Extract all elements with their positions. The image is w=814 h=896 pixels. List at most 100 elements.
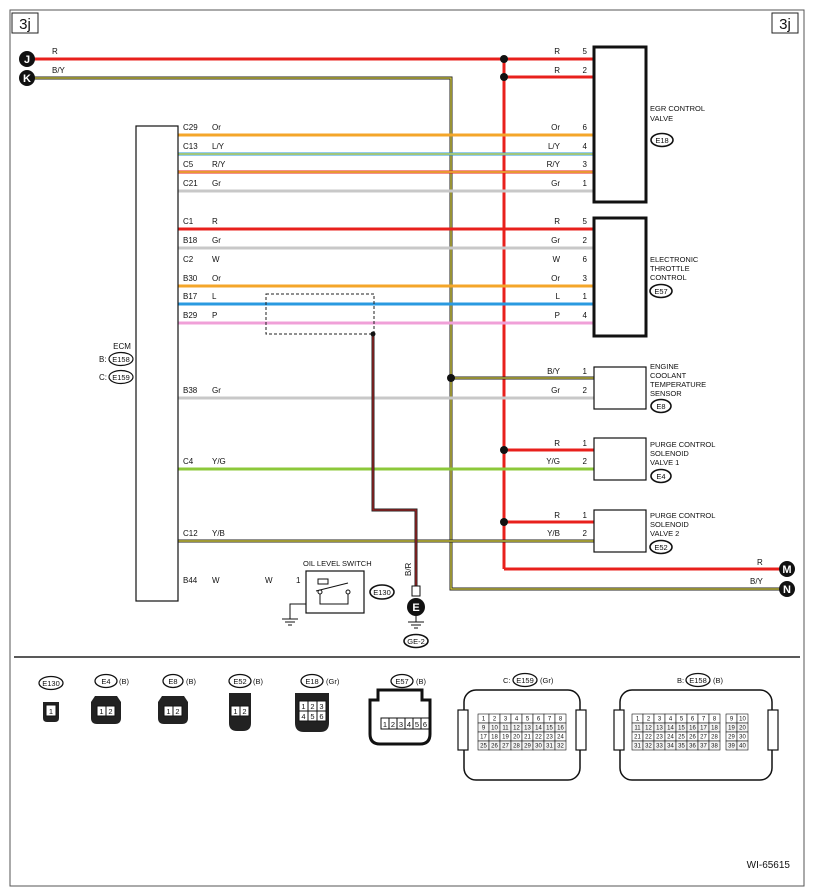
ect-pin: 2 (583, 386, 588, 395)
ols-pin: 1 (296, 576, 301, 585)
connector-pin: 33 (656, 744, 663, 750)
pcsv1-connector-badge (650, 468, 672, 484)
page-tag-left-box (11, 12, 39, 34)
connector-pin: 39 (728, 744, 735, 750)
egr-name-line1: EGR CONTROL (650, 104, 705, 113)
pcsv1-pin: 1 (583, 439, 588, 448)
ecm-pin-wire: L (212, 292, 217, 301)
junction-dot (500, 55, 508, 63)
ecm-c-connector: E159 (112, 373, 130, 382)
egr-connector-badge (650, 132, 674, 148)
connector-pin: 17 (700, 726, 707, 732)
ecm-pin: C21 (183, 179, 198, 188)
ecm-pin: C2 (183, 255, 194, 264)
junction-dot (500, 446, 508, 454)
ecm-c-label: C: (99, 373, 107, 382)
egr-connector: E18 (655, 136, 668, 145)
connector-color: (B) (186, 677, 197, 686)
etc-pin-wire: R (554, 217, 560, 226)
connector-pin: 30 (535, 744, 542, 750)
terminal-j-label: J (24, 54, 30, 66)
connector-view-e18: E18 (Gr) 1 2 3 4 5 6 (295, 673, 340, 732)
etc-pin-wire: P (555, 311, 560, 320)
ols-pin-wire: W (265, 576, 273, 585)
ecm-b-label: B: (99, 355, 107, 364)
ect-pin-wire: Gr (551, 386, 560, 395)
connector-pin: 3 (399, 720, 403, 729)
egr-pin-wire: L/Y (548, 142, 561, 151)
connector-code-badge (390, 673, 414, 689)
connector-pin: 25 (480, 744, 487, 750)
connector-pin: 15 (546, 726, 553, 732)
connector-pin-cell (105, 705, 116, 717)
connector-pin: 2 (242, 707, 246, 716)
ecm-pin: C1 (183, 217, 194, 226)
connector-pin: 18 (491, 735, 498, 741)
pcsv1-connector: E4 (656, 472, 665, 481)
connector-pin: 14 (667, 726, 674, 732)
connector-pin: 29 (524, 744, 531, 750)
connector-pin: 5 (680, 717, 684, 723)
connector-code: E159 (516, 676, 534, 685)
connector-code: E130 (42, 679, 60, 688)
egr-pin: 6 (583, 123, 588, 132)
connector-code-badge (300, 673, 324, 689)
ground-e-badge (407, 598, 425, 616)
connector-pin: 5 (310, 712, 314, 721)
connector-code: E52 (233, 677, 246, 686)
connector-color: (B) (119, 677, 130, 686)
etc-pin-wire: W (552, 255, 560, 264)
connector-pin: 14 (535, 726, 542, 732)
etc-pin-wire: Gr (551, 236, 560, 245)
connector-code: E4 (101, 677, 110, 686)
connector-pin: 1 (636, 717, 640, 723)
connector-pin: 10 (739, 717, 746, 723)
connector-pin-cell (316, 710, 327, 722)
connector-view-e57: E57 (B) 1 2 3 4 5 6 (368, 673, 432, 746)
connector-view-e130: E130 1 (38, 675, 64, 722)
connector-pin: 22 (535, 735, 542, 741)
ecm-pin: B38 (183, 386, 198, 395)
connector-pin: 28 (513, 744, 520, 750)
connector-latch (767, 709, 779, 751)
pcsv1-pin-wire: R (554, 439, 560, 448)
connector-pin: 5 (526, 717, 530, 723)
etc-pin: 6 (583, 255, 588, 264)
connector-pin: 4 (407, 720, 411, 729)
pcsv1-pin-wire: Y/G (546, 457, 560, 466)
pcsv2-pin-wire: Y/B (547, 529, 560, 538)
terminal-k-label: K (23, 73, 31, 85)
ecm-pin-labels: C29 Or C13 L/Y C5 R/Y C21 Gr C1 R B18 Gr… (183, 123, 226, 585)
connector-color: (B) (253, 677, 264, 686)
connector-code: E8 (168, 677, 177, 686)
connector-pin: 9 (482, 726, 486, 732)
ecm-pin: B17 (183, 292, 198, 301)
connector-pin: 26 (491, 744, 498, 750)
ect-pin-wire: B/Y (547, 367, 561, 376)
ecm-pin-wire: Gr (212, 236, 221, 245)
pcsv2-connector-badge (649, 539, 673, 555)
pcsv2-connector: E52 (654, 543, 667, 552)
pcsv1-name-line1: PURGE CONTROL (650, 440, 715, 449)
ground-wire-label: B/R (404, 562, 413, 576)
connector-pin: 17 (480, 735, 487, 741)
connector-pin: 40 (739, 744, 746, 750)
wire-label-n: B/Y (750, 577, 764, 586)
connector-pin-cell (736, 740, 749, 751)
switch-symbol (282, 578, 351, 626)
connector-pin: 21 (524, 735, 531, 741)
terminal-k (19, 70, 35, 86)
wires (28, 57, 787, 591)
connector-pin: 3 (319, 702, 323, 711)
connector-pin: 23 (546, 735, 553, 741)
ect-connector: E8 (656, 402, 665, 411)
pcsv1-pin: 2 (583, 457, 588, 466)
ecm-pin: B44 (183, 576, 198, 585)
pcsv2-pin: 2 (583, 529, 588, 538)
ect-name-line4: SENSOR (650, 389, 682, 398)
connector-pin: 20 (739, 726, 746, 732)
